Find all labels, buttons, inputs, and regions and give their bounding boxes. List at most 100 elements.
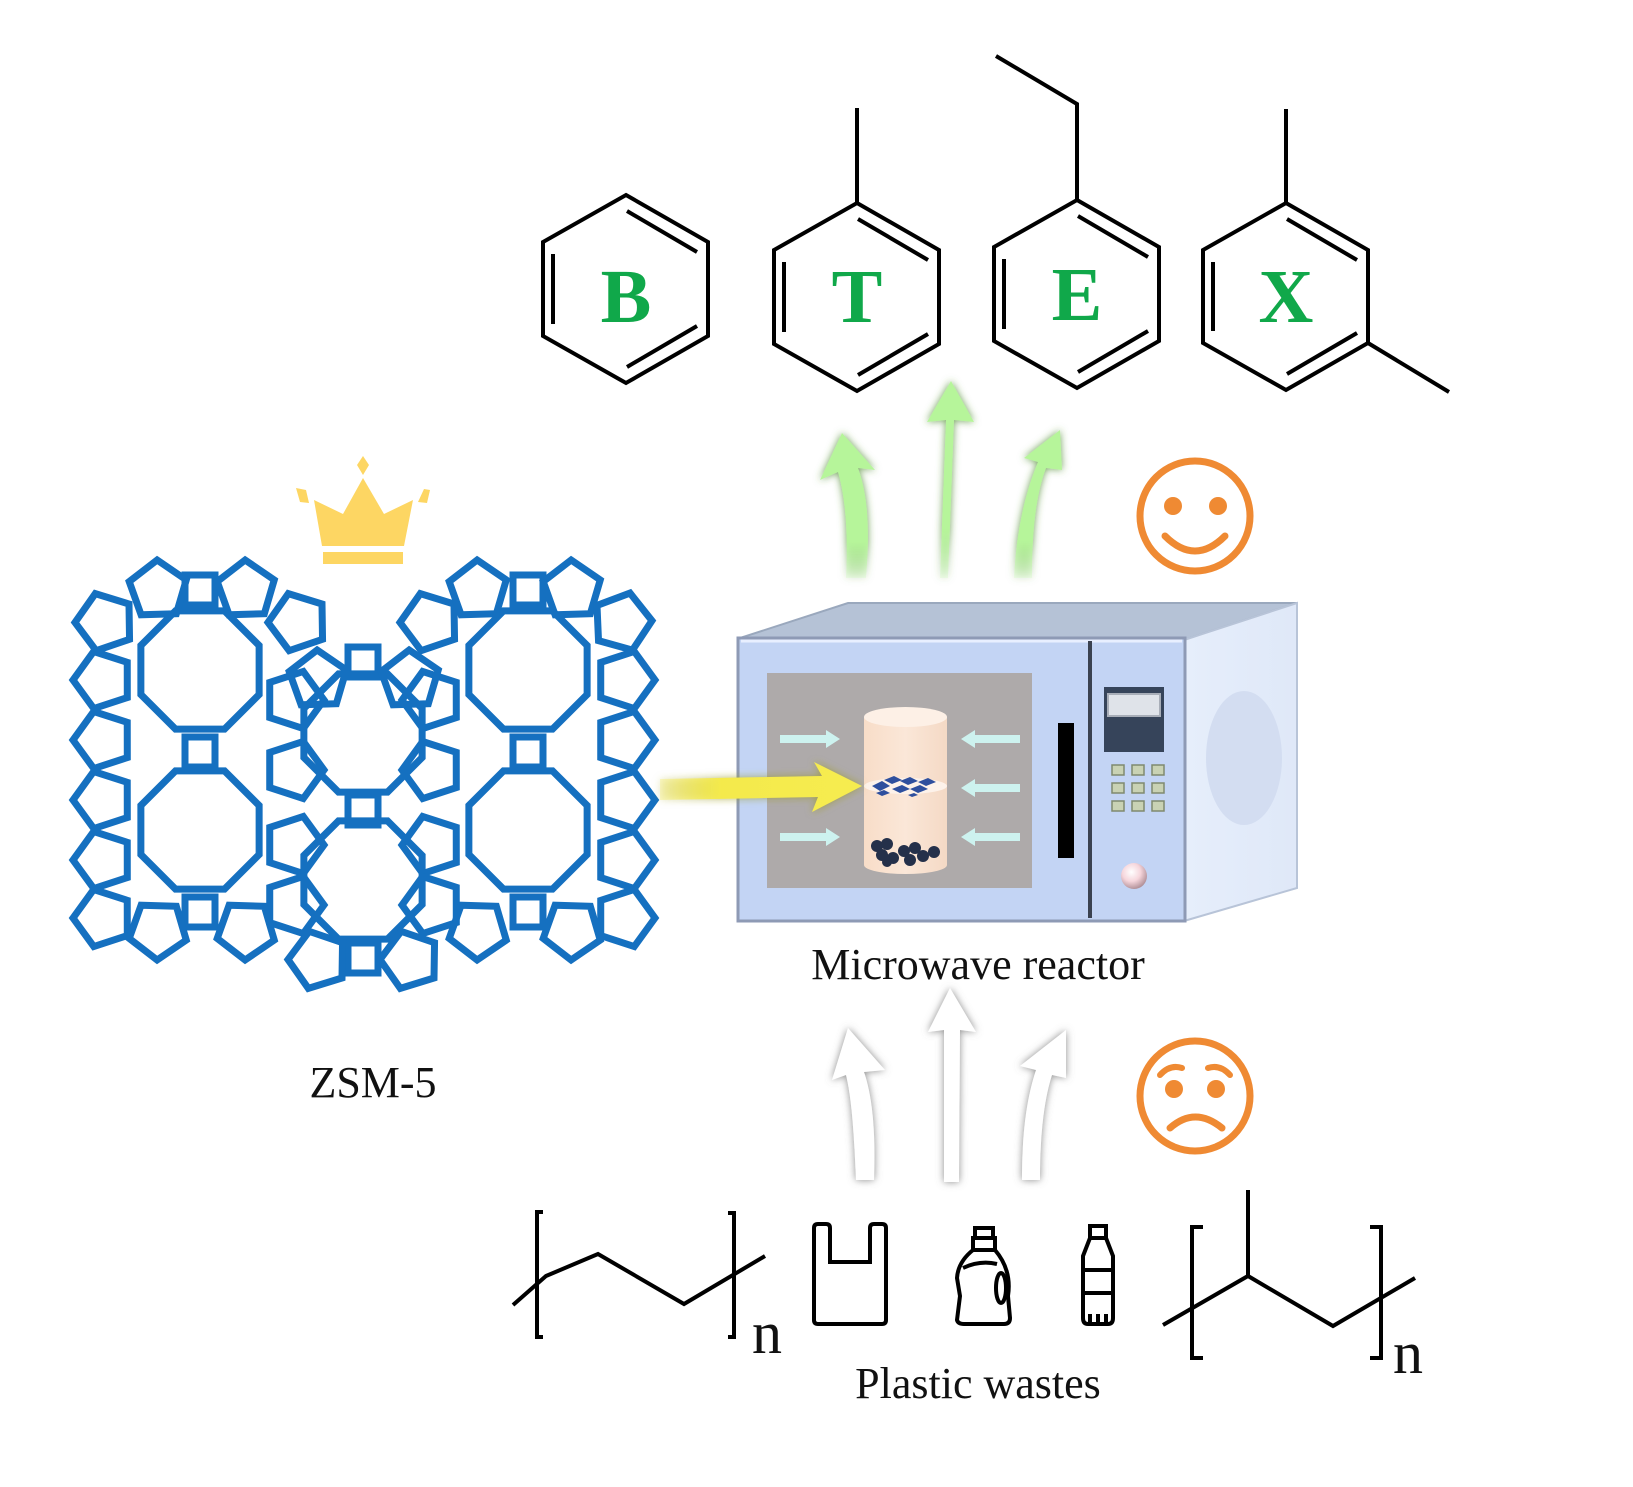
feed-arrows: [832, 988, 1066, 1182]
control-knob: [1121, 863, 1147, 889]
detergent-bottle-icon: [954, 1226, 1013, 1326]
toluene-ring: [772, 200, 941, 394]
control-keypad: [1111, 764, 1165, 812]
four-ring: [344, 791, 382, 829]
microwave-arrow-left: [961, 779, 1020, 797]
five-ring: [445, 901, 511, 965]
five-ring: [397, 872, 460, 938]
keypad-button: [1131, 764, 1145, 776]
five-ring: [266, 872, 329, 938]
feedstock-label: Plastic wastes: [855, 1359, 1101, 1408]
polypropylene-structure: n: [1162, 1190, 1423, 1386]
five-ring: [397, 737, 460, 803]
product-toluene: T: [772, 108, 941, 394]
product-xylene: X: [1201, 109, 1451, 394]
five-ring: [597, 707, 660, 773]
five-ring: [539, 901, 605, 965]
five-ring: [125, 901, 191, 965]
plastic-feed-pellets: [871, 838, 940, 867]
door-handle: [1058, 723, 1074, 858]
five-ring: [213, 555, 279, 619]
five-ring: [68, 767, 131, 833]
ethylbenzene-ring: [992, 197, 1161, 391]
product-letter-t: T: [832, 255, 883, 339]
five-ring: [263, 589, 327, 655]
five-ring: [593, 588, 657, 655]
keypad-button: [1111, 782, 1125, 794]
zsm5-framework: [68, 555, 660, 993]
feed-arrow-center: [928, 988, 976, 1182]
keypad-button: [1131, 800, 1145, 812]
five-ring: [597, 885, 660, 951]
five-ring: [375, 927, 439, 993]
double-bond: [625, 209, 699, 254]
product-benzene: B: [541, 192, 710, 386]
five-ring: [397, 812, 460, 878]
ten-ring-channel: [137, 607, 263, 733]
happy-face-icon: [1136, 457, 1254, 575]
five-ring: [125, 555, 191, 619]
feed-arrow-left: [832, 1028, 885, 1180]
double-bond: [1076, 329, 1150, 374]
reactor-tube: [864, 707, 947, 874]
keypad-button: [1151, 782, 1165, 794]
product-arrows: [820, 381, 1062, 578]
five-ring: [266, 812, 329, 878]
five-ring: [68, 647, 131, 713]
five-ring: [283, 927, 347, 993]
microwave-arrow-left: [961, 828, 1020, 846]
five-ring: [68, 707, 131, 773]
ten-ring-channel: [465, 767, 591, 893]
product-letter-b: B: [601, 255, 652, 339]
keypad-button: [1111, 800, 1125, 812]
worried-face-icon: [1136, 1037, 1254, 1155]
five-ring: [266, 737, 329, 803]
plastic-bag-icon: [812, 1222, 888, 1326]
polymer-backbone: [511, 1251, 767, 1307]
five-ring: [597, 827, 660, 893]
five-ring: [597, 647, 660, 713]
water-bottle-icon: [1081, 1224, 1115, 1326]
four-ring: [181, 893, 219, 931]
keypad-button: [1111, 764, 1125, 776]
double-bond: [1076, 214, 1150, 259]
microwave-arrow-right: [780, 828, 840, 846]
product-ethylbenzene: E: [992, 54, 1161, 391]
ten-ring-channel: [137, 767, 263, 893]
double-bond: [625, 324, 699, 369]
ten-ring-channel: [300, 817, 426, 943]
five-ring: [213, 901, 279, 965]
microwave-reactor: [736, 601, 1298, 923]
ten-ring-channel: [465, 607, 591, 733]
five-ring: [68, 827, 131, 893]
benzene-ring: [541, 192, 710, 386]
five-ring: [397, 667, 460, 733]
microwave-arrow-right: [780, 730, 840, 748]
control-display-screen: [1107, 693, 1161, 717]
five-ring: [597, 767, 660, 833]
product-letter-x: X: [1259, 255, 1314, 339]
five-ring: [395, 589, 459, 655]
crown-icon: [296, 456, 430, 564]
xylene-ring: [1201, 200, 1370, 393]
catalyst-label: ZSM-5: [309, 1058, 436, 1107]
catalyst-feed-arrow: [660, 762, 862, 812]
four-ring: [509, 571, 547, 609]
microwave-arrow-left: [961, 730, 1020, 748]
catalyst-particles: [872, 776, 936, 797]
five-ring: [266, 667, 329, 733]
product-letter-e: E: [1052, 253, 1103, 337]
five-ring: [68, 885, 131, 951]
five-ring: [377, 645, 443, 709]
double-bond: [1285, 331, 1359, 376]
feed-arrow-right: [1020, 1030, 1066, 1180]
keypad-button: [1151, 800, 1165, 812]
double-bond: [856, 217, 930, 262]
ethyl-group: [994, 54, 1079, 200]
five-ring: [445, 555, 511, 619]
keypad-button: [1151, 764, 1165, 776]
product-arrow-right: [1014, 430, 1062, 578]
four-ring: [509, 893, 547, 931]
double-bond: [856, 332, 930, 377]
microwave-side-panel: [1206, 691, 1282, 825]
